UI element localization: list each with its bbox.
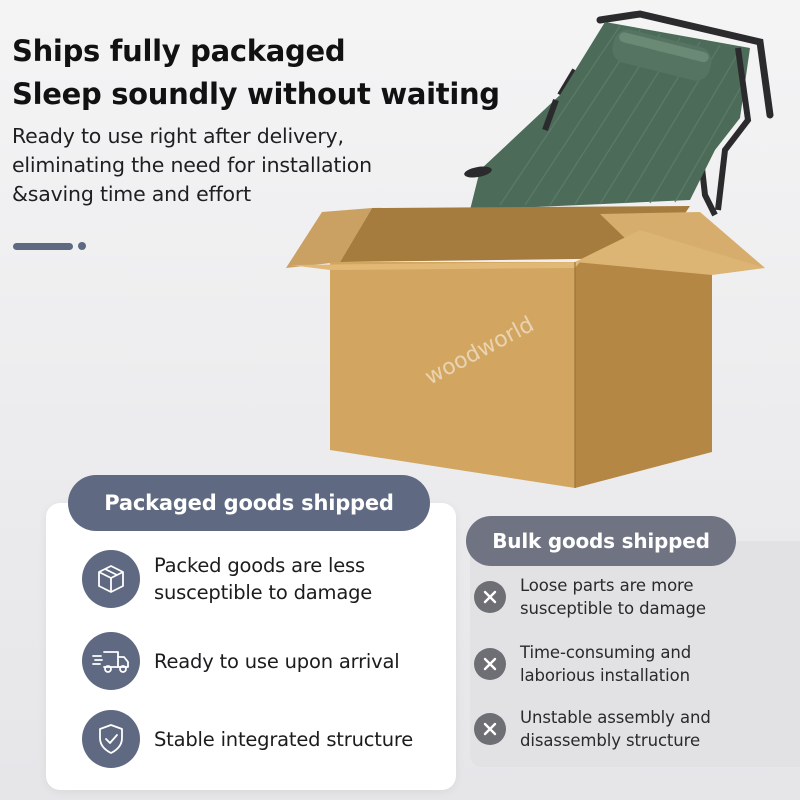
bulk-item-line-1: Time-consuming and [520, 643, 692, 662]
bulk-item-line-1: Unstable assembly and [520, 708, 711, 727]
packaged-goods-heading: Packaged goods shipped [68, 475, 430, 531]
divider-bar [13, 242, 73, 250]
packaged-item: Packed goods are less susceptible to dam… [82, 550, 372, 608]
watermark-text: woodworld [421, 312, 538, 390]
bulk-item-line-1: Loose parts are more [520, 576, 694, 595]
bulk-goods-card [470, 541, 800, 767]
bulk-item-line-2: disassembly structure [520, 731, 701, 750]
subheadline-line-1: Ready to use right after delivery, [12, 124, 344, 148]
box-icon [82, 550, 140, 608]
bulk-item-line-2: laborious installation [520, 666, 690, 685]
bulk-item: Unstable assembly and disassembly struct… [474, 706, 711, 752]
packaged-item: Ready to use upon arrival [82, 632, 400, 690]
divider-dot [78, 242, 86, 250]
bulk-item-line-2: susceptible to damage [520, 599, 706, 618]
delivery-truck-icon [82, 632, 140, 690]
packaged-item: Stable integrated structure [82, 710, 413, 768]
packaged-item-line-1: Ready to use upon arrival [154, 649, 400, 673]
packaged-item-line-1: Stable integrated structure [154, 727, 414, 751]
subheadline: Ready to use right after delivery, elimi… [12, 122, 372, 209]
headline-line-1: Ships fully packaged [12, 34, 346, 68]
x-circle-icon [474, 648, 506, 680]
x-circle-icon [474, 581, 506, 613]
packaged-item-line-2: susceptible to damage [154, 581, 373, 604]
bulk-item: Loose parts are more susceptible to dama… [474, 574, 706, 620]
decorative-divider [13, 242, 86, 250]
folding-chair [464, 10, 774, 217]
subheadline-line-2: eliminating the need for installation [12, 153, 372, 177]
headline: Ships fully packaged Sleep soundly witho… [12, 30, 500, 116]
bulk-goods-heading: Bulk goods shipped [466, 516, 736, 566]
subheadline-line-3: &saving time and effort [12, 182, 251, 206]
x-circle-icon [474, 713, 506, 745]
headline-line-2: Sleep soundly without waiting [12, 77, 500, 111]
packaged-item-line-1: Packed goods are less [154, 554, 365, 577]
cardboard-box [286, 206, 765, 488]
bulk-item: Time-consuming and laborious installatio… [474, 641, 691, 687]
shield-check-icon [82, 710, 140, 768]
